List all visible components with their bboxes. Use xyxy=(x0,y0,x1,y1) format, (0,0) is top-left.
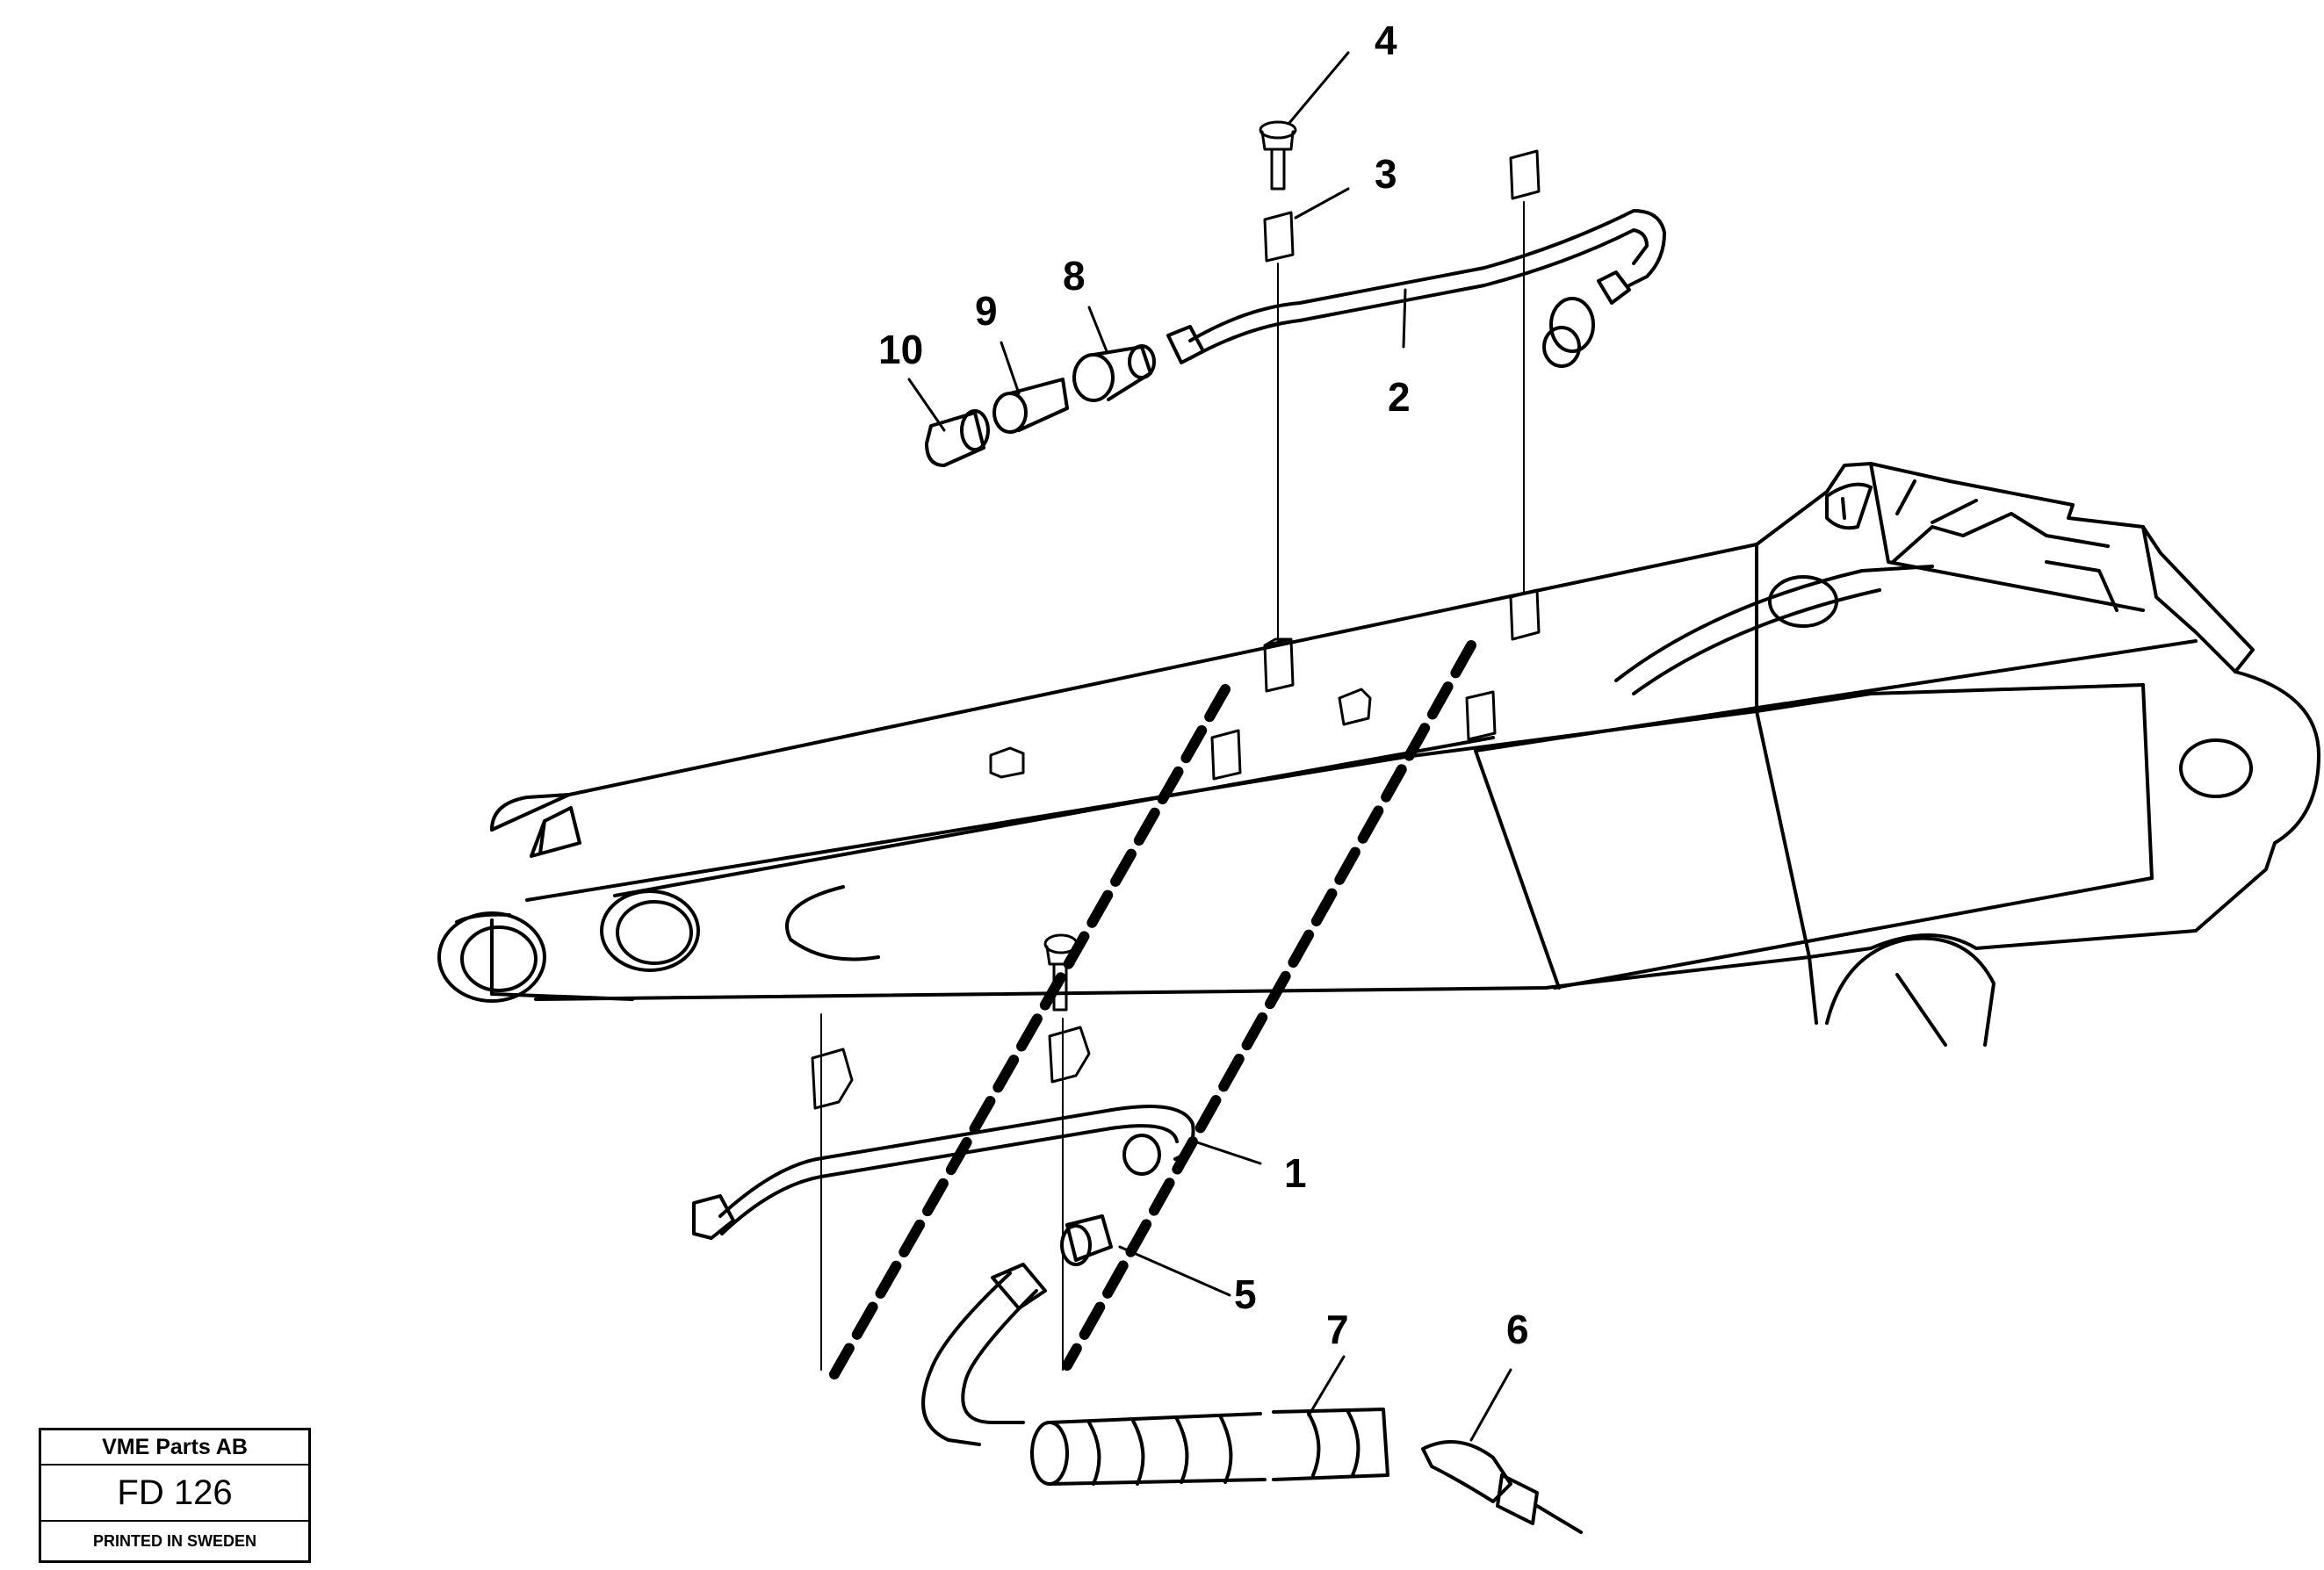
callout-8: 8 xyxy=(1063,253,1086,299)
callout-6: 6 xyxy=(1506,1307,1529,1352)
assembly-lines xyxy=(820,201,1525,1371)
title-block: VME Parts AB FD 126 PRINTED IN SWEDEN xyxy=(39,1428,311,1563)
callout-9: 9 xyxy=(975,288,998,334)
drawing-code: FD 126 xyxy=(41,1466,308,1522)
callout-5: 5 xyxy=(1234,1271,1257,1317)
callout-4: 4 xyxy=(1375,18,1397,63)
bolt-and-clamp-upper xyxy=(1259,120,1541,263)
boom-brackets xyxy=(989,588,1541,781)
callout-10: 10 xyxy=(878,327,923,372)
routing-lines xyxy=(829,640,1476,1379)
company-name: VME Parts AB xyxy=(41,1430,308,1466)
boom-arm xyxy=(437,462,2320,1047)
callout-leaders xyxy=(907,51,1512,1442)
upper-pipe-assembly xyxy=(925,209,1666,467)
lower-pipe-assembly xyxy=(692,1105,1583,1534)
callout-2: 2 xyxy=(1388,374,1411,420)
callout-1: 1 xyxy=(1284,1150,1307,1196)
callout-labels: 4 3 8 9 10 2 1 5 7 6 xyxy=(878,18,1529,1352)
callout-7: 7 xyxy=(1326,1307,1349,1352)
callout-3: 3 xyxy=(1375,151,1397,197)
bolt-and-clamp-lower xyxy=(811,933,1091,1110)
printed-note: PRINTED IN SWEDEN xyxy=(92,1531,256,1550)
